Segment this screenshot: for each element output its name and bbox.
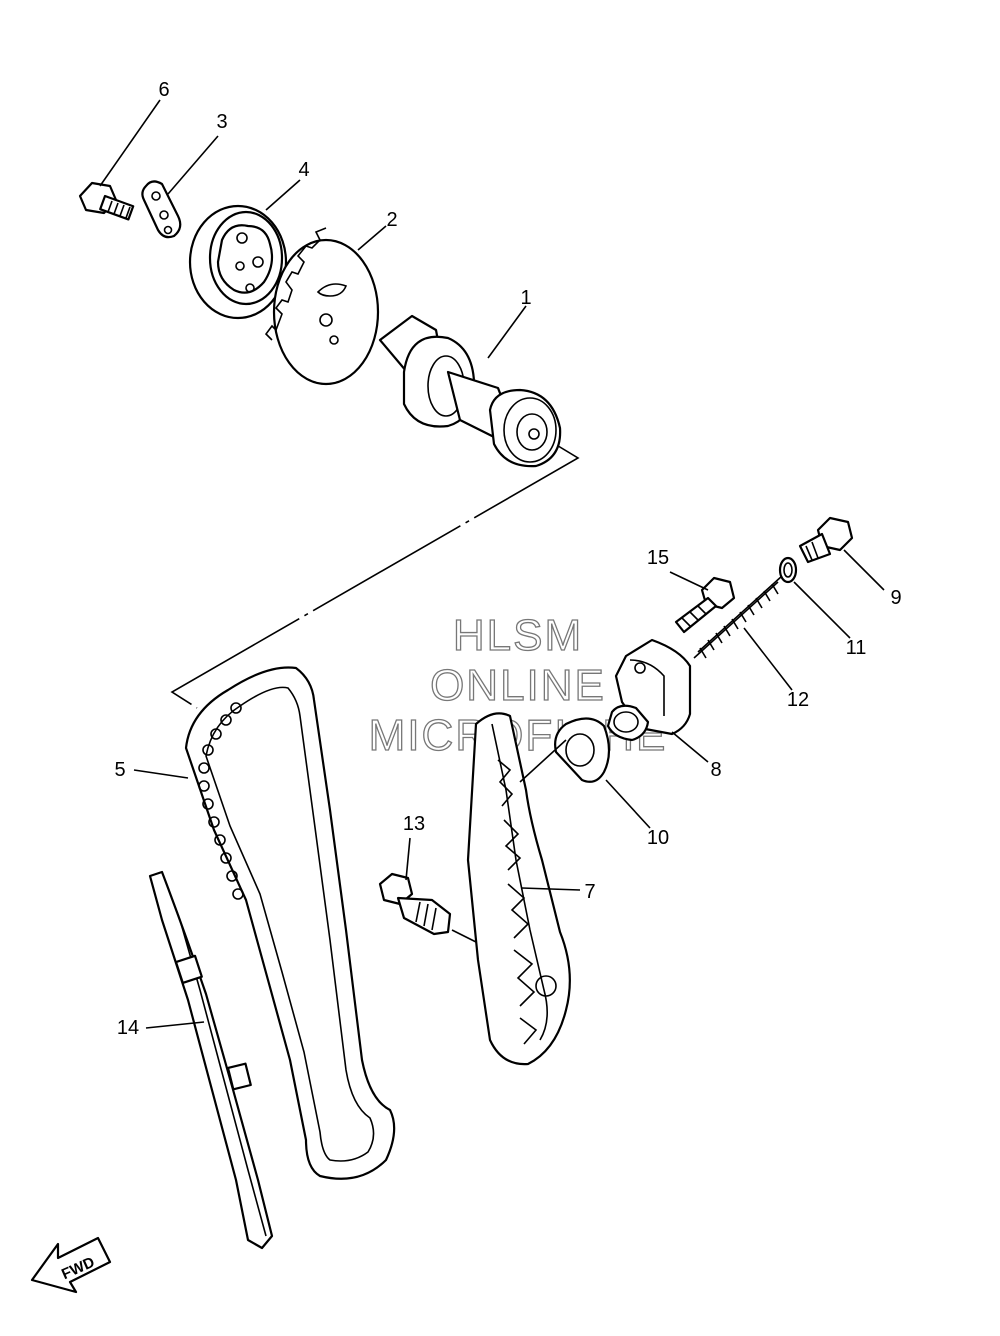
bolt-part-6[interactable] <box>78 181 135 221</box>
callout-9: 9 <box>890 587 901 609</box>
timing-chain-part-5[interactable] <box>184 666 396 1180</box>
watermark-line-1: HLSM <box>453 611 583 660</box>
callout-5: 5 <box>114 759 125 781</box>
callout-10: 10 <box>647 827 669 849</box>
camshaft-part-1[interactable] <box>378 314 562 468</box>
spring-part-12[interactable] <box>693 575 783 659</box>
sprocket-part-2[interactable] <box>264 227 380 386</box>
fwd-arrow-icon: FWD <box>30 1236 112 1294</box>
spring-coils <box>699 583 779 659</box>
leader-lines <box>99 99 885 1029</box>
gasket-part-10[interactable] <box>554 717 611 783</box>
decompressor-part-4[interactable] <box>188 204 288 320</box>
callout-8: 8 <box>710 759 721 781</box>
bolt-part-9[interactable] <box>798 516 854 564</box>
chain-guide-part-7[interactable] <box>466 712 571 1066</box>
washer-part-11[interactable] <box>778 556 798 584</box>
callout-2: 2 <box>386 209 397 231</box>
bolt-part-13[interactable] <box>378 872 452 936</box>
chain-links <box>198 702 244 900</box>
watermark-line-2: ONLINE <box>430 661 606 710</box>
callout-7: 7 <box>584 881 595 903</box>
bolt-part-15[interactable] <box>674 576 736 634</box>
callout-12: 12 <box>787 689 809 711</box>
tensioner-part-8[interactable] <box>606 638 692 742</box>
callout-13: 13 <box>403 813 425 835</box>
callout-15: 15 <box>647 547 669 569</box>
callout-6: 6 <box>158 79 169 101</box>
callout-14: 14 <box>117 1017 139 1039</box>
guide-ribs <box>497 759 538 1045</box>
plate-part-3[interactable] <box>141 180 182 239</box>
chain-guide-part-14[interactable] <box>148 870 274 1250</box>
callout-4: 4 <box>298 159 309 181</box>
callout-3: 3 <box>216 111 227 133</box>
callout-11: 11 <box>846 637 867 659</box>
callout-1: 1 <box>520 287 531 309</box>
